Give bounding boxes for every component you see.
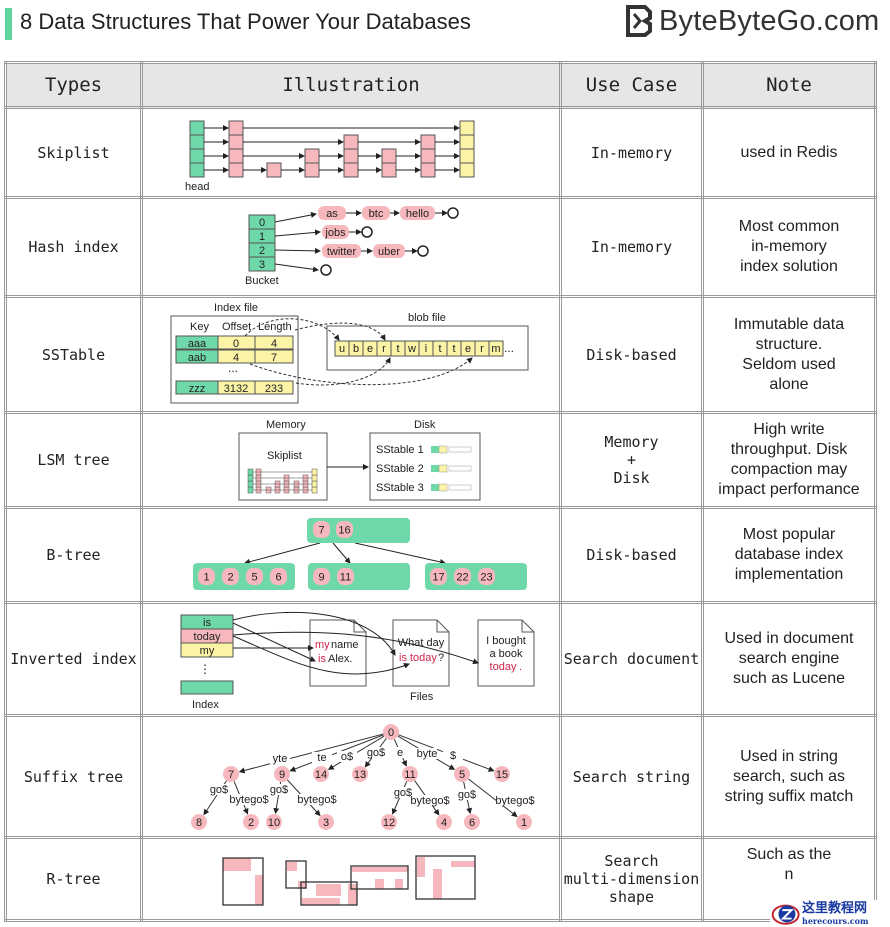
use-case-cell: Search string	[559, 714, 704, 839]
type-cell: LSM tree	[4, 411, 143, 509]
illustration-cell	[140, 411, 562, 509]
watermark-logo: 这里教程网 herecours.com	[770, 900, 890, 927]
use-case-cell: Search multi-dimension shape	[559, 836, 704, 922]
type-cell: Inverted index	[4, 601, 143, 717]
use-case-cell: Search document	[559, 601, 704, 717]
type-cell: R-tree	[4, 836, 143, 922]
type-cell: SSTable	[4, 295, 143, 414]
type-cell: B-tree	[4, 506, 143, 604]
watermark-z-icon	[771, 904, 800, 925]
note-cell: High write throughput. Disk compaction m…	[701, 411, 877, 509]
illustration-cell	[140, 196, 562, 298]
header-use-case: Use Case	[559, 61, 704, 109]
type-cell: Skiplist	[4, 106, 143, 199]
illustration-cell	[140, 601, 562, 717]
brand-logo: ByteByteGo.com	[625, 4, 879, 38]
title-accent-bar	[5, 8, 12, 40]
use-case-cell: Disk-based	[559, 506, 704, 604]
note-cell: Used in document search engine such as L…	[701, 601, 877, 717]
type-cell: Hash index	[4, 196, 143, 298]
use-case-cell: Disk-based	[559, 295, 704, 414]
brand-name: ByteByteGo.com	[659, 4, 880, 37]
data-structures-table: Types Illustration Use Case Note Skiplis…	[4, 61, 877, 922]
use-case-cell: Memory + Disk	[559, 411, 704, 509]
illustration-cell	[140, 506, 562, 604]
note-cell: Used in string search, such as string su…	[701, 714, 877, 839]
page-title: 8 Data Structures That Power Your Databa…	[20, 9, 471, 34]
note-cell: Most common in-memory index solution	[701, 196, 877, 298]
watermark-cn: 这里教程网	[802, 900, 868, 916]
header-illustration: Illustration	[140, 61, 562, 109]
use-case-cell: In-memory	[559, 196, 704, 298]
illustration-cell	[140, 106, 562, 199]
bytebytego-logo-icon	[626, 5, 652, 37]
illustration-cell	[140, 836, 562, 922]
header-types: Types	[4, 61, 143, 109]
illustration-cell	[140, 714, 562, 839]
use-case-cell: In-memory	[559, 106, 704, 199]
type-cell: Suffix tree	[4, 714, 143, 839]
header-note: Note	[701, 61, 877, 109]
illustration-cell	[140, 295, 562, 414]
table-header-row: Types Illustration Use Case Note	[4, 61, 877, 109]
watermark-en: herecours.com	[802, 915, 869, 926]
note-cell: Immutable data structure. Seldom used al…	[701, 295, 877, 414]
note-cell: used in Redis	[701, 106, 877, 199]
note-cell: Most popular database index implementati…	[701, 506, 877, 604]
